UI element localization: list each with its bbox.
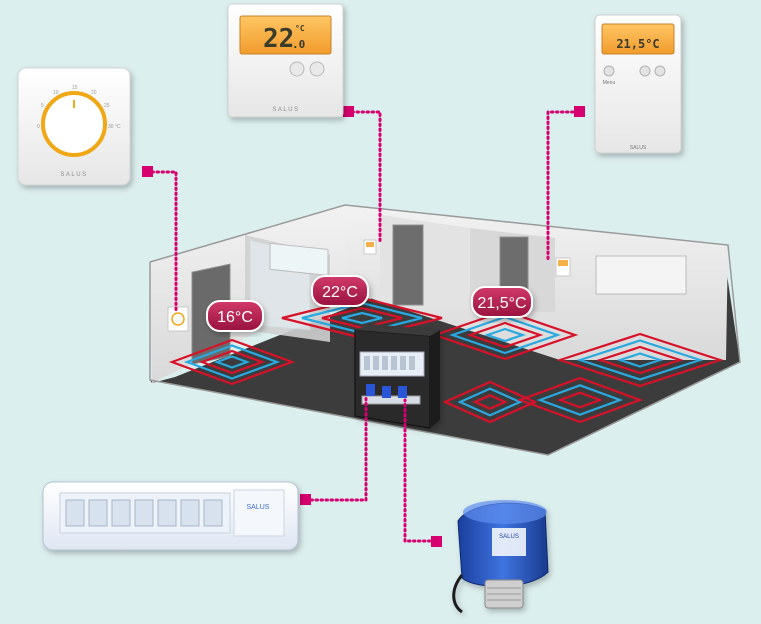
digital-thermostat: 22 °C .0 SALUS <box>227 3 344 118</box>
wall-thermostat-right-lcd <box>558 260 568 266</box>
pipe-loop-ring <box>183 344 281 380</box>
connector-wiring-center <box>304 396 368 502</box>
pipe-loop-ring <box>198 349 266 375</box>
wall-thermostat-left <box>167 306 189 332</box>
house-outline <box>149 204 741 456</box>
terminal-block <box>65 499 85 527</box>
digital-thermostat-decimal: .0 <box>292 38 305 51</box>
digital-thermostat-digits: 22 <box>263 24 294 54</box>
connector-lines <box>150 110 580 543</box>
dial-scale-10: 10 <box>53 90 59 96</box>
pipe-loop-ring <box>556 332 724 388</box>
terminal-block <box>180 499 200 527</box>
digital-thermostat-button-up[interactable] <box>309 61 325 77</box>
window-left <box>269 242 329 277</box>
pipe-loop-ring <box>616 352 664 368</box>
terminal-block <box>134 499 154 527</box>
wiring-center: SALUS <box>42 481 299 551</box>
wiring-center-label-plate <box>233 489 285 537</box>
pipe-loop-ring <box>168 338 296 386</box>
dial-scale-5: 5 <box>41 103 44 109</box>
digital-thermostat-lcd <box>239 15 332 55</box>
pipe-loop-ring <box>484 327 526 343</box>
terminal-block <box>111 499 131 527</box>
manifold-actuators <box>366 384 407 398</box>
digital-thermostat-button-down[interactable] <box>289 61 305 77</box>
wiring-center-brand: SALUS <box>247 504 270 511</box>
pipe-loop-ring <box>576 339 704 381</box>
wiring-center-terminal-blocks <box>65 499 223 527</box>
pipe-loop-ring <box>596 345 684 375</box>
pipe-loop-ring <box>466 321 544 349</box>
dial-scale-15: 15 <box>72 85 78 91</box>
programmable-thermostat-menu-label: Menu <box>603 80 616 86</box>
dial-scale-25: 25 <box>104 103 110 109</box>
temp-badge-left: 16°C <box>206 300 264 332</box>
temp-label-left: 16°C <box>217 309 253 326</box>
dial-thermostat-knob <box>41 91 107 157</box>
programmable-thermostat: 21,5°C Menu SALUS <box>594 14 682 154</box>
programmable-thermostat-button-up[interactable] <box>654 65 666 77</box>
temp-label-right: 21,5°C <box>477 295 526 312</box>
dial-scale-20: 20 <box>91 90 97 96</box>
pipe-loop-ring <box>556 391 604 409</box>
digital-thermostat-brand: SALUS <box>272 107 299 113</box>
dial-scale-30: 30 °C <box>108 124 121 130</box>
programmable-thermostat-button-menu[interactable] <box>603 65 615 77</box>
pipe-loop-ring <box>213 355 251 369</box>
connector-dial-thermostat <box>150 170 178 314</box>
connector-end-markers <box>142 106 585 547</box>
pipe-loop-ring <box>449 315 561 355</box>
connector-programmable-thermostat <box>546 110 580 264</box>
terminal-block <box>88 499 108 527</box>
pipe-loop-ring <box>472 394 508 410</box>
pipe-loop-ring <box>431 309 579 361</box>
dial-thermostat: 0 5 10 15 20 25 30 °C SALUS <box>17 67 131 186</box>
programmable-thermostat-lcd <box>601 23 675 55</box>
terminal-block <box>157 499 177 527</box>
actuator: SALUS <box>452 500 549 614</box>
pipe-loop-ring <box>457 387 523 417</box>
wall-thermostat-left-dial <box>171 312 185 326</box>
connector-digital-thermostat <box>350 110 382 245</box>
window-right <box>595 255 687 295</box>
manifold-controller-slots <box>364 356 415 370</box>
house-cutaway <box>149 204 741 456</box>
pipe-loop-ring <box>536 384 624 416</box>
digital-thermostat-unit: °C <box>295 24 305 33</box>
actuator-cable <box>452 574 464 614</box>
dial-scale-0: 0 <box>37 124 40 130</box>
door-center <box>392 224 424 306</box>
temp-label-center: 22°C <box>322 284 358 301</box>
dial-thermostat-brand: SALUS <box>60 172 87 178</box>
programmable-thermostat-display: 21,5°C <box>616 37 659 51</box>
pipe-loop-ring <box>341 311 383 325</box>
connector-actuator <box>403 398 437 543</box>
temp-badge-right: 21,5°C <box>471 286 533 318</box>
manifold-cabinet <box>354 324 440 429</box>
terminal-block <box>203 499 223 527</box>
wall-thermostat-center-lcd <box>366 242 374 247</box>
programmable-thermostat-button-down[interactable] <box>639 65 651 77</box>
actuator-label <box>492 528 526 556</box>
pipe-loop-ring <box>516 376 644 424</box>
actuator-brand: SALUS <box>499 534 519 540</box>
pipe-loop-ring <box>321 306 403 330</box>
pipe-loop-ring <box>442 380 538 424</box>
programmable-thermostat-brand: SALUS <box>630 145 647 151</box>
temp-badge-center: 22°C <box>311 275 369 307</box>
pipe-loop-ring <box>301 301 423 335</box>
